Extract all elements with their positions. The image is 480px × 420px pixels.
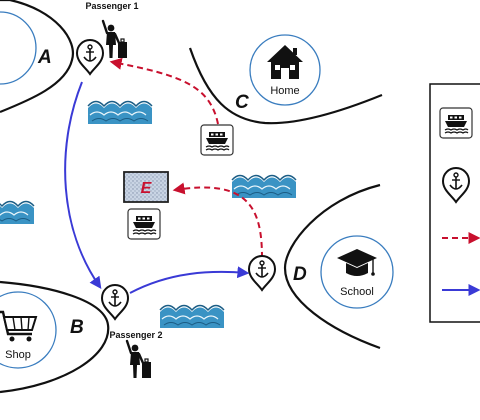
region-a-label: A: [37, 47, 52, 68]
region-e: E: [123, 171, 169, 203]
home-place: Home: [249, 34, 321, 106]
blue-route-a-to-b: [64, 81, 102, 289]
ferry-icon: [439, 107, 473, 139]
home-label: Home: [270, 85, 299, 97]
house-icon: [267, 45, 303, 79]
blue-route-b-to-d: [129, 266, 250, 294]
graduation-cap-icon: [337, 249, 377, 276]
anchor-pin-icon: [248, 255, 276, 291]
water-waves-icon: [0, 200, 35, 225]
passenger-2-label: Passenger 2: [109, 330, 162, 340]
region-d-label: D: [293, 264, 307, 285]
region-e-label: E: [141, 180, 153, 197]
shop-label: Shop: [5, 349, 31, 361]
school-place: School: [320, 235, 394, 309]
shopping-cart-icon: [0, 310, 38, 342]
traveler-icon: [101, 19, 129, 60]
red-route-to-a: [109, 57, 219, 125]
landmass-d-coast: [283, 183, 381, 350]
water-waves-icon: [87, 100, 153, 125]
region-a-circle: [0, 11, 37, 85]
water-waves-icon: [159, 304, 225, 329]
ferry-icon: [200, 124, 234, 156]
landmass-a-coast: [0, 0, 75, 114]
anchor-pin-icon: [76, 39, 104, 75]
water-waves-icon: [231, 174, 297, 199]
school-label: School: [340, 286, 374, 298]
ferry-icon: [127, 208, 161, 240]
traveler-icon: [125, 339, 153, 380]
landmass-c-coast: [188, 47, 383, 125]
shop-place: Shop: [0, 291, 57, 369]
anchor-pin-icon: [101, 284, 129, 320]
legend: [429, 83, 480, 323]
landmass-b-coast: [0, 280, 110, 394]
region-c-label: C: [235, 92, 249, 113]
region-b-label: B: [70, 317, 84, 338]
red-route-to-e: [172, 182, 263, 259]
passenger-1-label: Passenger 1: [85, 1, 138, 11]
